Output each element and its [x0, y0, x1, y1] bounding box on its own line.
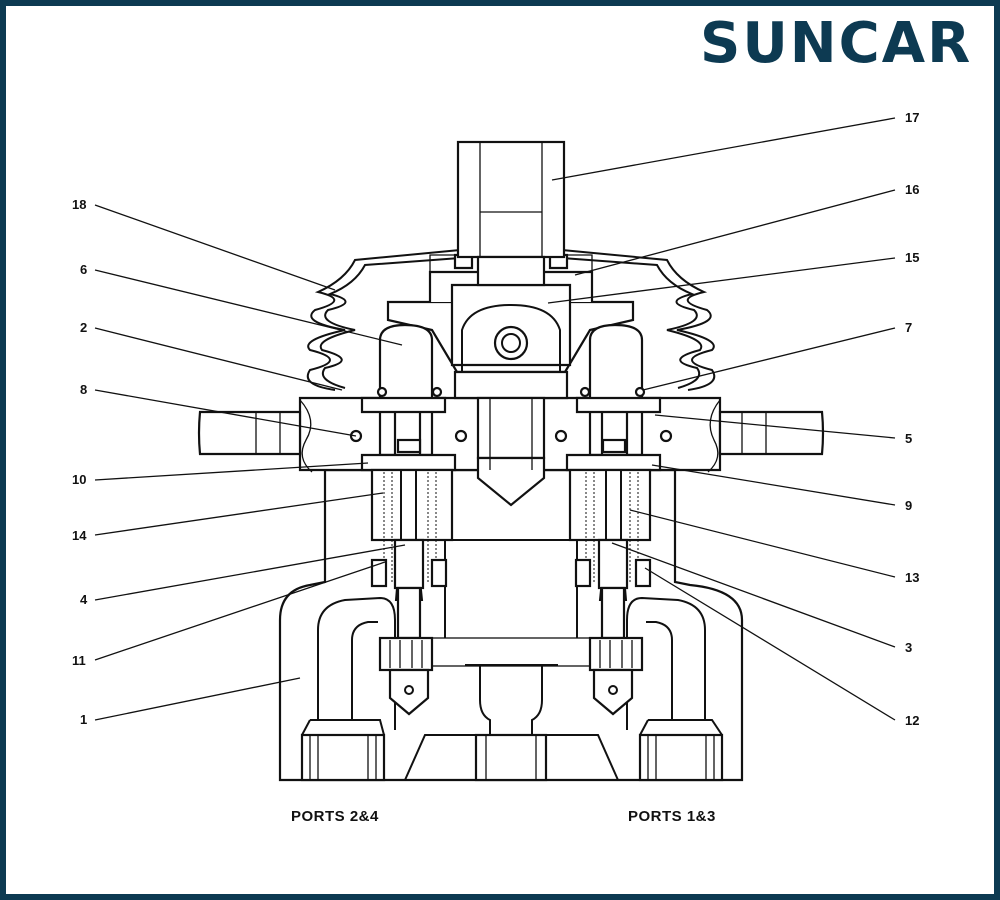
leader-lines: [94, 117, 896, 721]
callout-11: 11: [72, 653, 86, 668]
right-plunger-assembly: [554, 323, 673, 716]
operating-shaft: [456, 140, 566, 507]
callout-4: 4: [80, 592, 88, 607]
callout-7: 7: [905, 320, 912, 335]
callout-16: 16: [905, 182, 919, 197]
left-plunger-assembly: [349, 323, 468, 716]
callout-3: 3: [905, 640, 912, 655]
callout-5: 5: [905, 431, 912, 446]
callout-13: 13: [905, 570, 919, 585]
callout-14: 14: [72, 528, 87, 543]
logo-text: SUNCAR: [700, 11, 973, 76]
suncar-logo: SUNCAR: [700, 14, 990, 74]
callout-10: 10: [72, 472, 86, 487]
callout-17: 17: [905, 110, 919, 125]
callout-2: 2: [80, 320, 87, 335]
callout-12: 12: [905, 713, 919, 728]
callout-15: 15: [905, 250, 919, 265]
port-label-left: PORTS 2&4: [291, 808, 379, 825]
rubber-boot: [306, 249, 716, 391]
callout-6: 6: [80, 262, 87, 277]
callout-18: 18: [72, 197, 86, 212]
callout-1: 1: [80, 712, 87, 727]
callout-9: 9: [905, 498, 912, 513]
callout-numbers: 17 18 16 6 15 2 7 8 5 10 9 14 13 4 3 11 …: [72, 110, 919, 728]
callout-8: 8: [80, 382, 87, 397]
lower-housing: [278, 468, 744, 782]
port-label-right: PORTS 1&3: [628, 808, 716, 825]
